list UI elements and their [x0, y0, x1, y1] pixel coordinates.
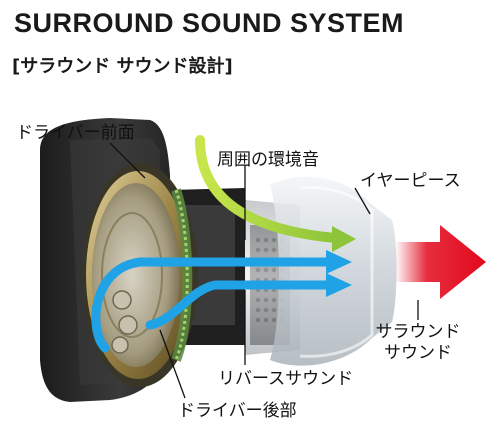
driver-rear-label: ドライバー後部 — [178, 401, 297, 421]
page-title: SURROUND SOUND SYSTEM — [14, 8, 405, 38]
surround-sound-label: サラウンド サウンド — [370, 322, 466, 364]
surround-sound-label-line2: サウンド — [384, 343, 452, 363]
page-subtitle: [サラウンド サウンド設計] — [12, 56, 233, 77]
leader-lines — [109, 142, 419, 399]
earpiece-label: イヤーピース — [360, 171, 461, 191]
ambient-sound-arrow — [195, 135, 356, 252]
surround-sound-label-line1: サラウンド — [375, 322, 461, 342]
earpiece — [270, 176, 397, 366]
driver-unit — [82, 163, 198, 387]
driver-front-label: ドライバー前面 — [16, 123, 135, 143]
ambient-sound-label: 周囲の環境音 — [217, 150, 319, 170]
reverse-sound-label: リバースサウンド — [218, 369, 354, 389]
surround-sound-arrow — [395, 225, 486, 299]
reverse-sound-arrows — [91, 250, 352, 353]
